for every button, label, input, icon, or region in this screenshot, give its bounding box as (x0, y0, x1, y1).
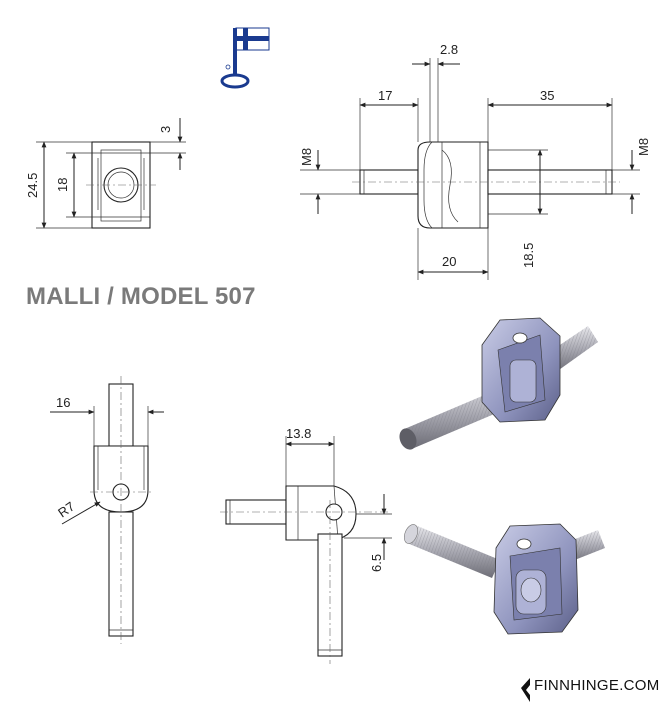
dim-gap: 2.8 (440, 42, 458, 57)
side-view: 2.8 17 35 M8 M8 20 18.5 (299, 42, 651, 280)
dim-height-outer: 24.5 (25, 173, 40, 198)
dim-left-length: 17 (378, 88, 392, 103)
dim-height-inner: 18 (55, 178, 70, 192)
dim-body-width: 20 (442, 254, 456, 269)
dim-pin-offset: 6.5 (369, 554, 384, 572)
render-3d-top (399, 317, 598, 450)
render-3d-bottom (403, 523, 605, 635)
dim-offset: 18.5 (521, 243, 536, 268)
front-view: 3 24.5 18 (25, 118, 186, 229)
dim-thread-left: M8 (299, 148, 314, 166)
brand-block[interactable]: FINNHINGE.COM (519, 677, 660, 694)
dim-thread-right: M8 (636, 138, 651, 156)
model-title: MALLI / MODEL 507 (26, 283, 256, 310)
brand-text[interactable]: FINNHINGE.COM (534, 677, 660, 694)
dim-right-length: 35 (540, 88, 554, 103)
finnhinge-logo-icon (521, 678, 530, 702)
elevation-view-straight: 16 R7 (50, 376, 164, 644)
dim-top-small: 3 (158, 126, 173, 133)
dim-side-width: 16 (56, 395, 70, 410)
dim-knuckle-width: 13.8 (286, 426, 311, 441)
elevation-view-angled: 13.8 6.5 (220, 426, 392, 664)
key-flag-logo-icon (220, 27, 270, 89)
